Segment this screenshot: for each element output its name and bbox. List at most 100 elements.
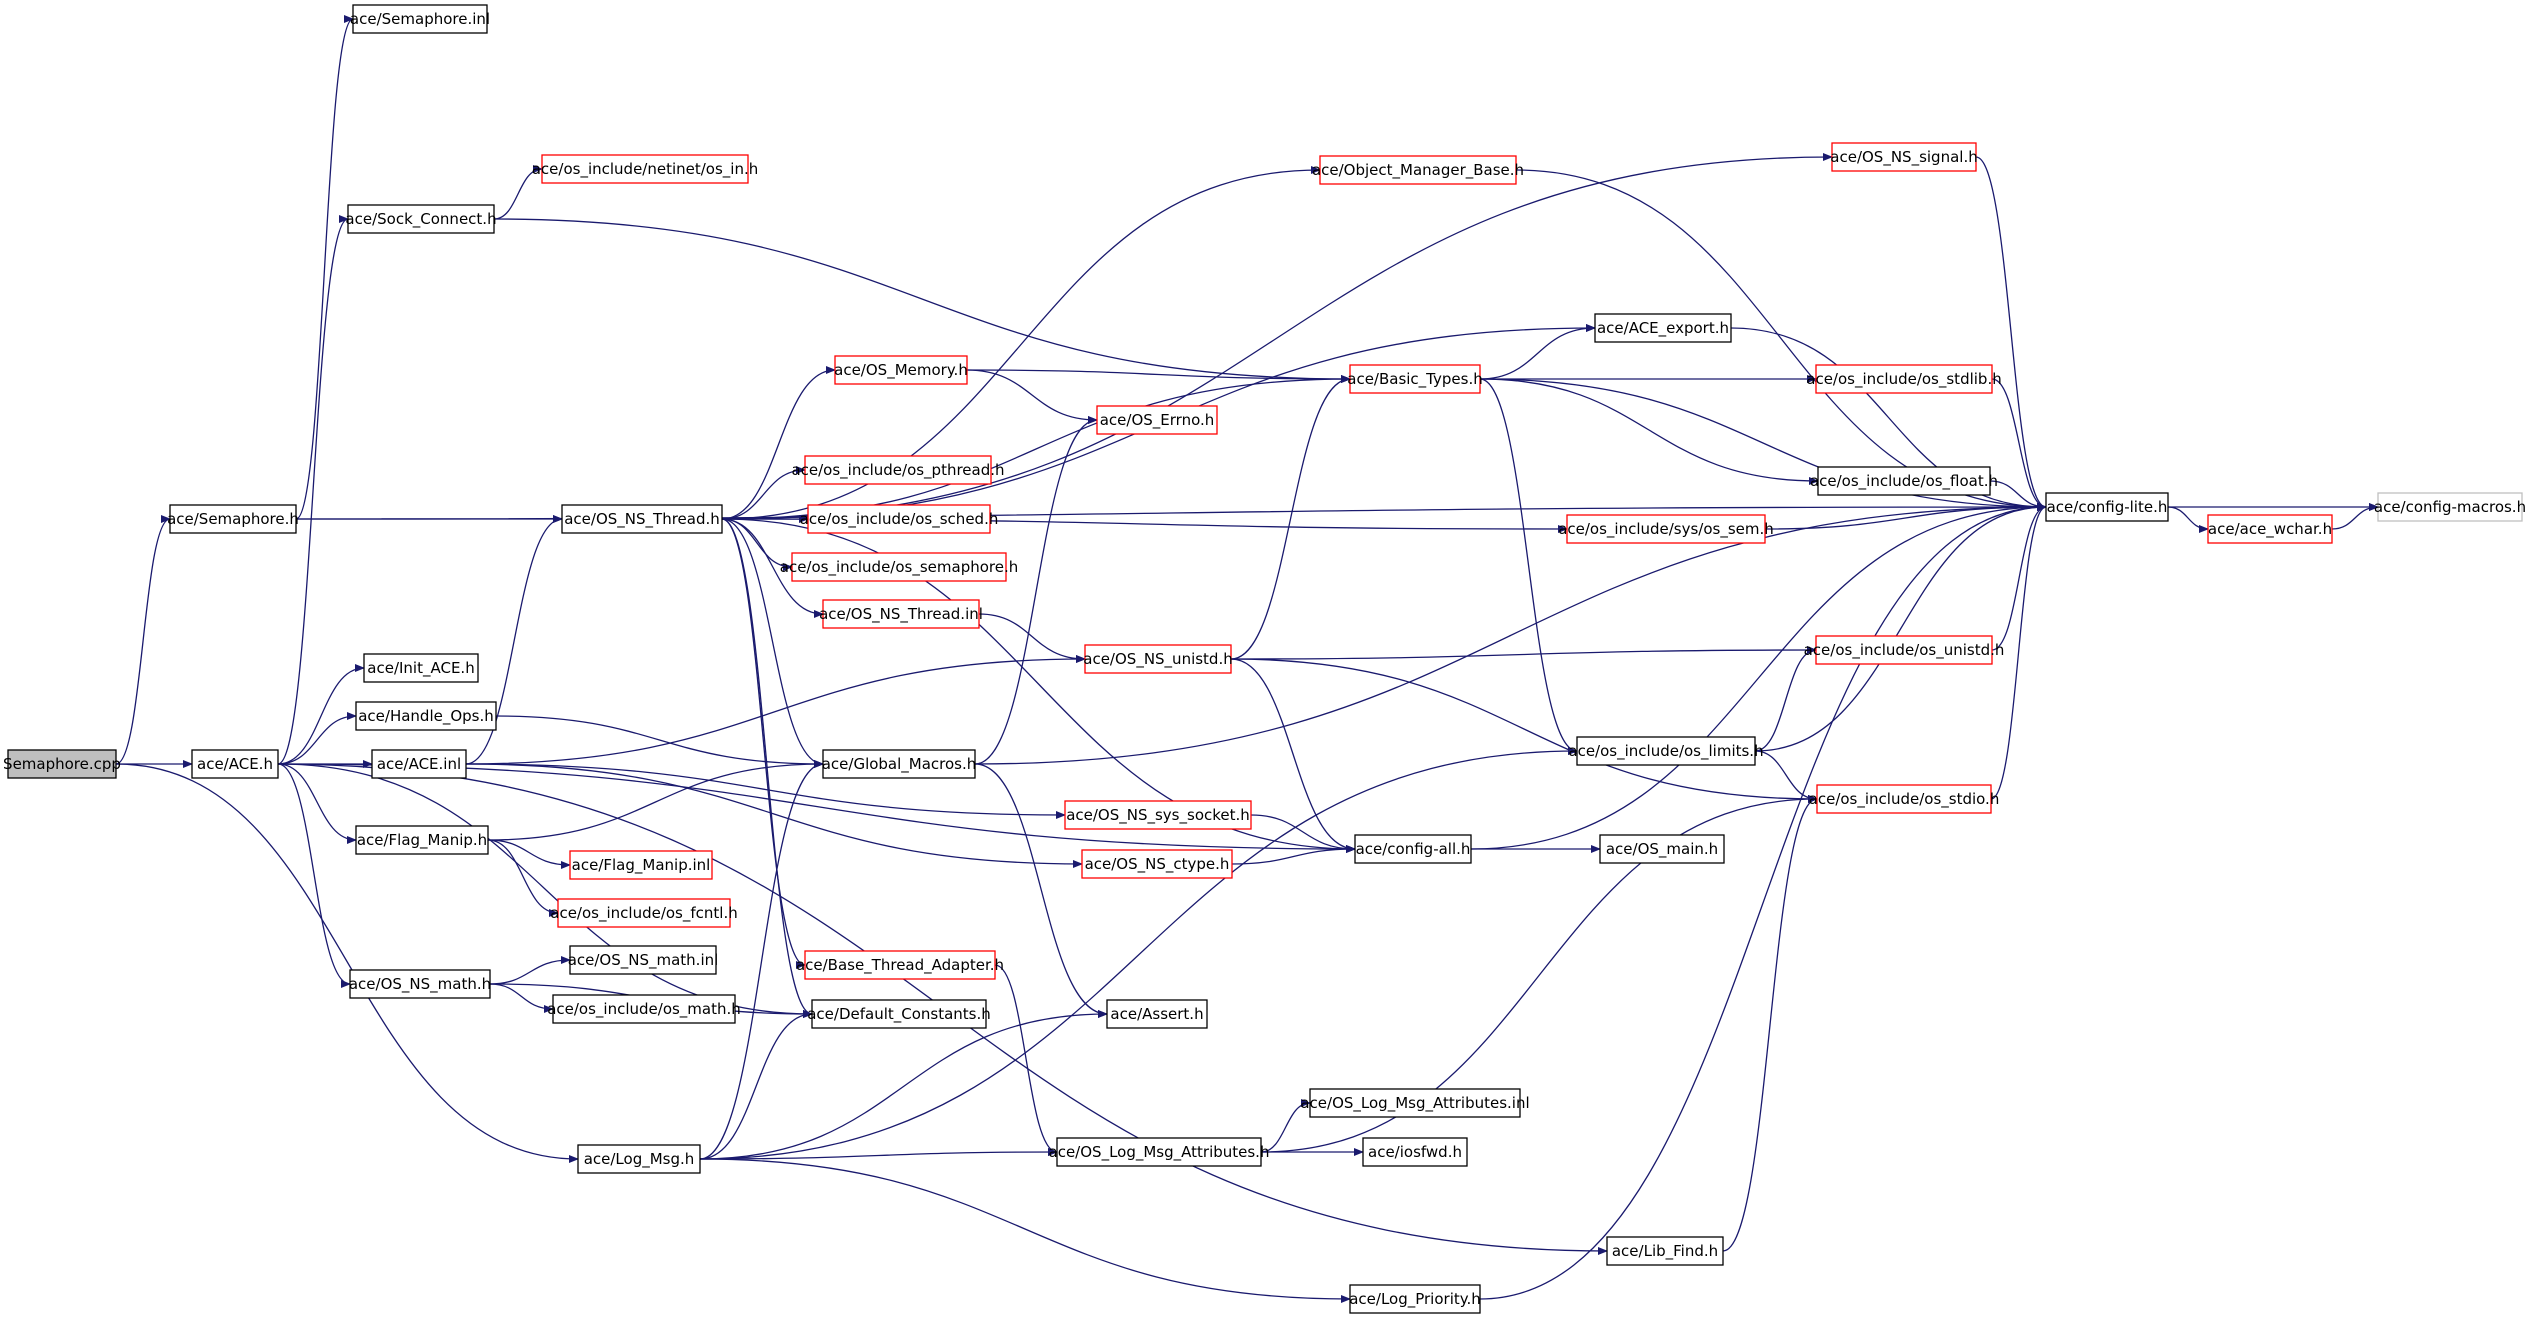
node-os-limits[interactable]: ace/os_include/os_limits.h xyxy=(1568,736,1764,766)
edge-os_log_msg_attr-to-os_log_msg_attr_inl xyxy=(1260,1099,1311,1153)
edge-os_ns_unistd-to-basic_types xyxy=(1230,375,1351,660)
node-os-ns-signal[interactable]: ace/OS_NS_signal.h xyxy=(1830,142,1978,172)
node-label: ace/config-macros.h xyxy=(2374,498,2526,516)
node-semaphore-h[interactable]: ace/Semaphore.h xyxy=(167,504,299,534)
node-os-ns-thread[interactable]: ace/OS_NS_Thread.h xyxy=(561,504,723,534)
node-box xyxy=(577,1144,701,1174)
node-label: ace/OS_Log_Msg_Attributes.h xyxy=(1049,1143,1270,1162)
edge-ace_h-to-sock_connect xyxy=(277,215,349,765)
edge-os_memory-to-basic_types xyxy=(966,369,1351,383)
node-os-ns-math[interactable]: ace/OS_NS_math.h xyxy=(349,969,491,999)
node-os-unistd[interactable]: ace/os_include/os_unistd.h xyxy=(1804,635,2005,665)
node-ace-export[interactable]: ace/ACE_export.h xyxy=(1594,313,1732,343)
node-config-macros[interactable]: ace/config-macros.h xyxy=(2374,492,2526,522)
edge-basic_types-to-ace_export xyxy=(1479,324,1596,380)
node-box xyxy=(804,455,992,485)
node-os-ns-sys-socket[interactable]: ace/OS_NS_sys_socket.h xyxy=(1064,800,1252,830)
node-label: ace/Sock_Connect.h xyxy=(345,210,496,229)
node-box xyxy=(1599,834,1725,864)
node-handle-ops[interactable]: ace/Handle_Ops.h xyxy=(355,701,497,731)
node-os-memory[interactable]: ace/OS_Memory.h xyxy=(834,355,968,385)
node-ace-wchar[interactable]: ace/ace_wchar.h xyxy=(2207,514,2333,544)
node-os-fcntl[interactable]: ace/os_include/os_fcntl.h xyxy=(550,898,738,928)
node-flag-manip-inl[interactable]: ace/Flag_Manip.inl xyxy=(569,850,713,880)
node-os-in[interactable]: ace/os_include/netinet/os_in.h xyxy=(532,154,759,184)
node-box xyxy=(1606,1236,1724,1266)
node-box xyxy=(569,945,717,975)
edge-lib_find-to-os_stdio xyxy=(1722,795,1818,1252)
node-label: ace/Flag_Manip.h xyxy=(357,831,487,850)
node-label: ace/os_include/sys/os_sem.h xyxy=(1558,520,1774,539)
node-label: ace/os_include/os_math.h xyxy=(547,1000,741,1019)
node-config-lite[interactable]: ace/config-lite.h xyxy=(2045,492,2169,522)
node-os-sem[interactable]: ace/os_include/sys/os_sem.h xyxy=(1558,514,1774,544)
node-os-math[interactable]: ace/os_include/os_math.h xyxy=(547,994,741,1024)
node-log-msg[interactable]: ace/Log_Msg.h xyxy=(577,1144,701,1174)
edge-os_stdlib-to-config_lite xyxy=(1991,378,2047,511)
node-ace-h[interactable]: ace/ACE.h xyxy=(191,749,279,779)
node-os-stdlib[interactable]: ace/os_include/os_stdlib.h xyxy=(1806,364,2002,394)
node-log-priority[interactable]: ace/Log_Priority.h xyxy=(1349,1284,1481,1314)
node-label: ace/OS_NS_signal.h xyxy=(1830,148,1977,167)
edge-global_macros-to-config_lite xyxy=(974,503,2047,765)
node-box xyxy=(822,599,980,629)
node-os-ns-thread-inl[interactable]: ace/OS_NS_Thread.inl xyxy=(819,599,983,629)
edge-os_limits-to-config_lite xyxy=(1754,503,2047,752)
node-os-sched[interactable]: ace/os_include/os_sched.h xyxy=(800,504,999,534)
node-box xyxy=(1081,849,1233,879)
node-sock-connect[interactable]: ace/Sock_Connect.h xyxy=(345,204,497,234)
node-default-constants[interactable]: ace/Default_Constants.h xyxy=(807,999,991,1029)
edge-os_ns_unistd-to-os_stdio xyxy=(1230,658,1818,803)
node-lib-find[interactable]: ace/Lib_Find.h xyxy=(1606,1236,1724,1266)
node-os-float[interactable]: ace/os_include/os_float.h xyxy=(1810,466,1998,496)
node-label: ace/Handle_Ops.h xyxy=(358,707,494,726)
edge-os_ns_thread-to-config_all xyxy=(721,518,1356,853)
node-box xyxy=(811,999,987,1029)
node-init-ace[interactable]: ace/Init_ACE.h xyxy=(363,653,479,683)
edge-config_all-to-config_lite xyxy=(1470,503,2047,850)
node-object-manager-base[interactable]: ace/Object_Manager_Base.h xyxy=(1312,155,1524,185)
node-box xyxy=(1096,405,1218,435)
edge-semaphore_cpp-to-semaphore_h xyxy=(115,515,171,765)
node-os-ns-unistd[interactable]: ace/OS_NS_unistd.h xyxy=(1083,644,1233,674)
node-label: ace/Semaphore.inl xyxy=(350,10,490,28)
node-iosfwd[interactable]: ace/iosfwd.h xyxy=(1362,1137,1468,1167)
edge-log_msg-to-global_macros xyxy=(699,760,824,1160)
node-os-log-msg-attr-inl[interactable]: ace/OS_Log_Msg_Attributes.inl xyxy=(1300,1088,1530,1118)
node-label: ace/ace_wchar.h xyxy=(2208,520,2332,539)
node-label: ace/OS_NS_math.h xyxy=(349,975,491,994)
node-ace-inl[interactable]: ace/ACE.inl xyxy=(371,749,467,779)
edge-os_ns_unistd-to-os_unistd xyxy=(1230,646,1817,660)
edge-ace_h-to-init_ace xyxy=(277,664,365,765)
edge-os_log_msg_attr-to-os_stdio xyxy=(1260,795,1818,1153)
node-box xyxy=(1831,142,1977,172)
node-basic-types[interactable]: ace/Basic_Types.h xyxy=(1347,364,1483,394)
node-os-ns-math-inl[interactable]: ace/OS_NS_math.inl xyxy=(568,945,719,975)
node-config-all[interactable]: ace/config-all.h xyxy=(1354,834,1472,864)
edge-os_ns_thread-to-basic_types xyxy=(721,375,1351,520)
node-semaphore-cpp[interactable]: Semaphore.cpp xyxy=(3,749,121,779)
node-label: ace/Object_Manager_Base.h xyxy=(1312,161,1524,180)
edge-os_ns_thread-to-os_ns_signal xyxy=(721,153,1833,520)
node-flag-manip[interactable]: ace/Flag_Manip.h xyxy=(355,825,489,855)
edge-os_ns_math-to-os_math xyxy=(489,983,554,1013)
node-box xyxy=(1106,999,1208,1029)
edge-flag_manip-to-os_fcntl xyxy=(487,839,559,917)
node-os-stdio[interactable]: ace/os_include/os_stdio.h xyxy=(1809,784,2000,814)
node-label: ace/Base_Thread_Adapter.h xyxy=(796,956,1004,975)
node-os-ns-ctype[interactable]: ace/OS_NS_ctype.h xyxy=(1081,849,1233,879)
node-label: ace/ACE.inl xyxy=(377,755,461,773)
node-box xyxy=(355,701,497,731)
node-os-main[interactable]: ace/OS_main.h xyxy=(1599,834,1725,864)
node-base-thread-adapter[interactable]: ace/Base_Thread_Adapter.h xyxy=(796,950,1004,980)
node-box xyxy=(7,749,117,779)
node-semaphore-inl[interactable]: ace/Semaphore.inl xyxy=(350,4,490,34)
node-os-semaphore[interactable]: ace/os_include/os_semaphore.h xyxy=(780,552,1019,582)
node-global-macros[interactable]: ace/Global_Macros.h xyxy=(822,749,977,779)
node-os-pthread[interactable]: ace/os_include/os_pthread.h xyxy=(791,455,1005,485)
node-os-errno[interactable]: ace/OS_Errno.h xyxy=(1096,405,1218,435)
node-os-log-msg-attr[interactable]: ace/OS_Log_Msg_Attributes.h xyxy=(1049,1137,1270,1167)
node-label: ace/os_include/os_fcntl.h xyxy=(550,904,737,923)
node-assert-h[interactable]: ace/Assert.h xyxy=(1106,999,1208,1029)
